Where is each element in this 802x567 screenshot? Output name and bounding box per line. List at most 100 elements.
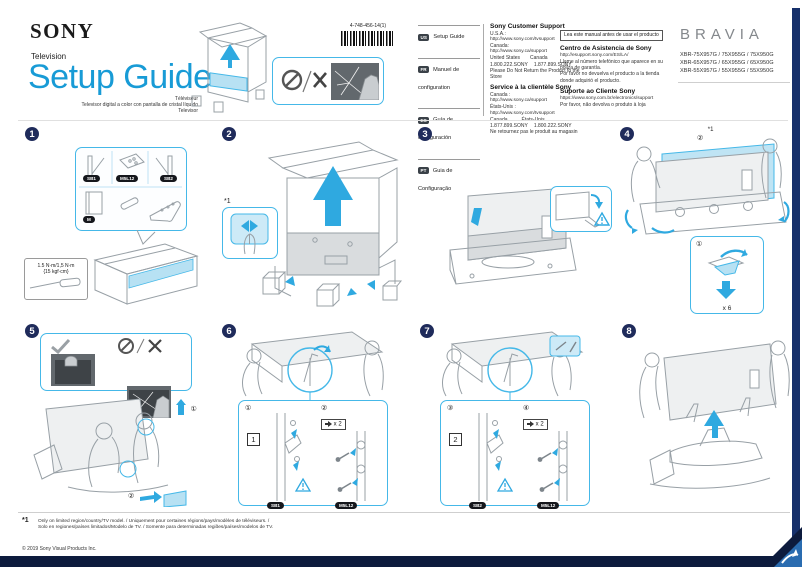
prohibition-cross-icons <box>281 69 327 93</box>
bravia-logo: BRAVIA <box>680 26 764 43</box>
stand-bracket-sb1 <box>87 155 105 177</box>
open-flap-highlight <box>128 258 194 289</box>
support-es-pt: Lea este manual antes de usar el product… <box>560 23 672 108</box>
page-fold-corner <box>762 527 802 567</box>
step-2-number: 2 <box>222 127 236 141</box>
right-edge-band <box>792 8 800 556</box>
part-number: 4-748-456-14(1) <box>349 23 387 29</box>
tag-m5l12: M5L12 <box>335 501 358 509</box>
lift-up-arrow-icon <box>313 166 353 226</box>
header-divider <box>483 24 484 116</box>
warning-triangle-icon <box>294 477 311 492</box>
cross-icon <box>313 72 327 88</box>
tag-m5l12: M5L12 <box>537 501 560 509</box>
support-title-fr: Service à la clientèle Sony <box>490 84 572 92</box>
package-top-illustration <box>93 230 199 305</box>
warning-no-press-box <box>272 57 384 105</box>
copyright: © 2019 Sony Visual Products Inc. <box>22 546 97 552</box>
clip-count: x 6 <box>722 305 732 312</box>
language-code-badge: FR <box>418 66 430 74</box>
phone-ca: 1.877.899.SONY <box>533 61 572 68</box>
warning-triangle-icon <box>593 211 610 226</box>
screw-in-illustration <box>335 431 366 501</box>
down-arrow-left <box>471 208 482 226</box>
step-6-number: 6 <box>222 324 236 338</box>
support-title-pt: Suporte ao Cliente Sony <box>560 87 636 95</box>
no-return-note-en: Please Do Not Return the Product to the … <box>490 67 580 81</box>
battery <box>120 197 139 210</box>
clip-remove-illustration <box>707 249 748 299</box>
step6-detail-panel: ① ② 1 x 2 <box>238 400 388 509</box>
torque-note-box: 1.5 N·m/1,5 N·m {15 kgf·cm} <box>24 258 88 300</box>
tag-sb1: SB1 <box>83 175 100 183</box>
stand-bracket-sb2 <box>155 155 173 177</box>
tilt-warning-illustration <box>555 191 610 228</box>
step-1-number: 1 <box>25 127 39 141</box>
tag-sb2: SB2 <box>469 501 486 509</box>
footer-separator <box>18 512 790 513</box>
up-arrow-icon <box>220 44 240 68</box>
manual-booklet <box>85 191 103 215</box>
tv-into-tray-illustration <box>449 187 577 285</box>
step5-anno1: ① <box>176 398 197 416</box>
read-first-box: Lea este manual antes de usar el product… <box>560 29 663 41</box>
step-7-number: 7 <box>420 324 434 338</box>
step2-footnote-ref: *1 <box>224 198 231 205</box>
tilt-warning-inset <box>550 186 612 232</box>
cracked-screen-photo <box>331 63 379 100</box>
attach-stand-illustration-2 <box>442 331 584 402</box>
tag-m5l12: M5L12 <box>116 175 139 183</box>
no-return-note-pt: Por favor, não devolva o produto à loja <box>560 101 646 108</box>
step-3-number: 3 <box>418 127 432 141</box>
lift-up-arrow-icon <box>704 410 724 438</box>
tag-sb2: SB2 <box>160 175 177 183</box>
step-4-number: 4 <box>620 127 634 141</box>
product-type-label: Television <box>31 52 67 61</box>
parts-callout <box>549 335 581 357</box>
screw-count-box: x 2 <box>321 419 346 430</box>
part-number-block: 4-748-456-14(1) <box>336 23 400 46</box>
phone-us: 1.800.222.SONY <box>490 61 528 68</box>
handling-dos-donts-box <box>40 333 192 418</box>
down-arrow-icon <box>716 281 736 299</box>
screw-count-box: x 2 <box>523 419 548 430</box>
hold-top-edge-photo <box>51 354 95 386</box>
bracket-align-illustration <box>478 413 513 501</box>
lift-tv-out-illustration <box>624 138 790 235</box>
screw-bag <box>119 153 145 169</box>
strap-highlight <box>209 72 248 92</box>
sony-logo: SONY <box>30 19 95 43</box>
lift-carton-illustration <box>262 141 403 307</box>
screw-in-illustration <box>537 431 568 501</box>
step-5-number: 5 <box>25 324 39 338</box>
header-separator <box>18 120 788 121</box>
remove-cushion-illustration <box>33 398 187 507</box>
support-url-us: http://www.sony.com/tvsupport <box>490 37 555 43</box>
screwdriver-icon <box>29 277 81 289</box>
prohibition-cross-icons <box>118 338 162 354</box>
language-code-badge: US <box>418 33 430 41</box>
position-plate-label: 2 <box>449 433 462 446</box>
tag-sb1: SB1 <box>267 501 284 509</box>
prohibition-icon <box>281 69 303 91</box>
step4-annotation: ② *1 <box>697 127 714 142</box>
hand-shape <box>358 74 379 100</box>
bracket-align-illustration <box>276 413 311 501</box>
stand-up-tv-illustration <box>639 340 790 489</box>
carton-unpack-illustration <box>191 22 268 113</box>
bravia-block: BRAVIA XBR-75X957G / 75X955G / 75X950G X… <box>680 26 774 75</box>
step7-detail-panel: ③ ④ 2 x 2 <box>440 400 590 509</box>
title-translations: Téléviseur Televisor digital a color con… <box>81 96 198 114</box>
clip-inset: ① x 6 <box>690 236 764 314</box>
support-en-fr: Sony Customer Support U.S.A.: http://www… <box>490 23 590 135</box>
support-url-ca: http://www.sony.ca/support <box>490 49 547 55</box>
check-icon <box>51 338 71 354</box>
no-return-note-fr: Ne retournez pas le produit au magasin <box>490 129 578 136</box>
latch-inset <box>222 207 278 259</box>
accessories-panel: SB1 M5L12 SB2 M <box>75 147 187 231</box>
step-8-number: 8 <box>622 324 636 338</box>
right-arrow-icon <box>140 491 162 503</box>
